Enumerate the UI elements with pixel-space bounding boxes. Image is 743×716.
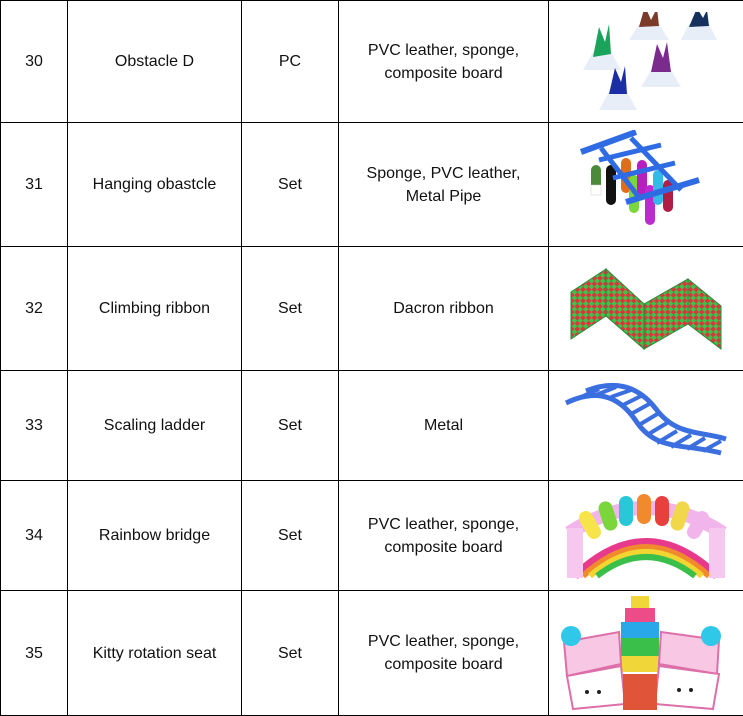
material-text: Dacron ribbon [393, 297, 494, 320]
material-text: Sponge, PVC leather, Metal Pipe [354, 162, 534, 208]
item-name: Scaling ladder [68, 371, 242, 481]
item-image-cell [549, 247, 743, 371]
blue-wavy-ladder-icon [561, 381, 731, 471]
item-name: Climbing ribbon [68, 247, 242, 371]
material-text: PVC leather, sponge, composite board [354, 630, 534, 676]
material-text: PVC leather, sponge, composite board [354, 513, 534, 559]
table-row: 30 Obstacle D PC PVC leather, sponge, co… [1, 1, 743, 123]
table-row: 32 Climbing ribbon Set Dacron ribbon [1, 247, 743, 371]
item-unit: Set [242, 591, 339, 716]
item-unit: Set [242, 247, 339, 371]
item-number: 31 [1, 123, 68, 247]
item-image-cell [549, 371, 743, 481]
material-text: Metal [424, 414, 463, 437]
item-image-cell [549, 481, 743, 591]
table-row: 34 Rainbow bridge Set PVC leather, spong… [1, 481, 743, 591]
table-row: 33 Scaling ladder Set Metal [1, 371, 743, 481]
item-material: PVC leather, sponge, composite board [339, 481, 549, 591]
zigzag-checkered-ribbon-icon [566, 264, 726, 354]
item-unit: Set [242, 123, 339, 247]
item-unit: Set [242, 481, 339, 591]
item-name: Hanging obastcle [68, 123, 242, 247]
item-name: Obstacle D [68, 1, 242, 123]
hanging-pillars-frame-icon [571, 130, 721, 240]
material-text: PVC leather, sponge, composite board [354, 39, 534, 85]
item-number: 35 [1, 591, 68, 716]
item-name: Rainbow bridge [68, 481, 242, 591]
item-material: PVC leather, sponge, composite board [339, 591, 549, 716]
rainbow-arch-bridge-icon [561, 488, 731, 583]
item-number: 33 [1, 371, 68, 481]
item-image-cell [549, 1, 743, 123]
item-material: Dacron ribbon [339, 247, 549, 371]
item-material: PVC leather, sponge, composite board [339, 1, 549, 123]
table-row: 35 Kitty rotation seat Set PVC leather, … [1, 591, 743, 716]
table-row: 31 Hanging obastcle Set Sponge, PVC leat… [1, 123, 743, 247]
item-material: Sponge, PVC leather, Metal Pipe [339, 123, 549, 247]
item-image-cell [549, 591, 743, 716]
item-image-cell [549, 123, 743, 247]
item-number: 34 [1, 481, 68, 591]
item-material: Metal [339, 371, 549, 481]
item-number: 32 [1, 247, 68, 371]
kitty-rotating-seat-icon [559, 594, 734, 712]
item-unit: PC [242, 1, 339, 123]
item-name: Kitty rotation seat [68, 591, 242, 716]
item-unit: Set [242, 371, 339, 481]
colorful-spike-obstacles-icon [571, 12, 721, 112]
item-number: 30 [1, 1, 68, 123]
